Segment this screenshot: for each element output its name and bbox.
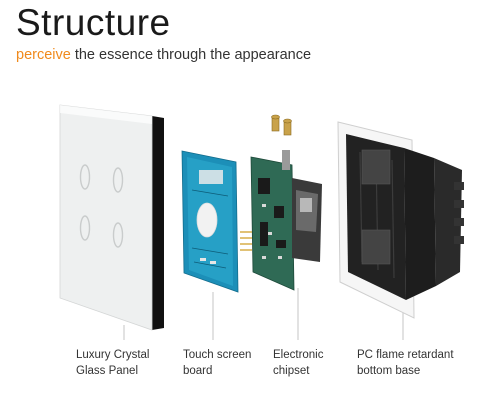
touch-screen-board [181, 150, 239, 293]
subtitle-accent: perceive [16, 47, 71, 63]
glass-panel [59, 104, 164, 331]
page-title: Structure [16, 2, 171, 43]
caption-glass-panel: Luxury Crystal Glass Panel [76, 347, 150, 379]
caption-line: Glass Panel [76, 365, 139, 377]
caption-line: Luxury Crystal [76, 349, 150, 361]
caption-line: chipset [273, 365, 310, 377]
caption-touch-board: Touch screen board [183, 347, 251, 379]
caption-chipset: Electronic chipset [273, 347, 324, 379]
caption-line: Touch screen [183, 349, 252, 361]
electronic-chipset [240, 114, 322, 291]
touch-key-icons [79, 164, 124, 248]
caption-line: bottom base [357, 365, 421, 377]
caption-bottom-base: PC flame retardant bottom base [357, 347, 454, 379]
caption-line: board [183, 365, 213, 377]
leader-lines [123, 288, 404, 340]
subtitle-rest: the essence through the appearance [70, 47, 312, 63]
brass-terminals [271, 114, 292, 136]
caption-line: Electronic [273, 349, 324, 361]
pin-header [240, 231, 252, 251]
page-subtitle: perceive the essence through the appeara… [16, 47, 311, 63]
bottom-base [337, 121, 464, 319]
caption-line: PC flame retardant [357, 349, 454, 361]
